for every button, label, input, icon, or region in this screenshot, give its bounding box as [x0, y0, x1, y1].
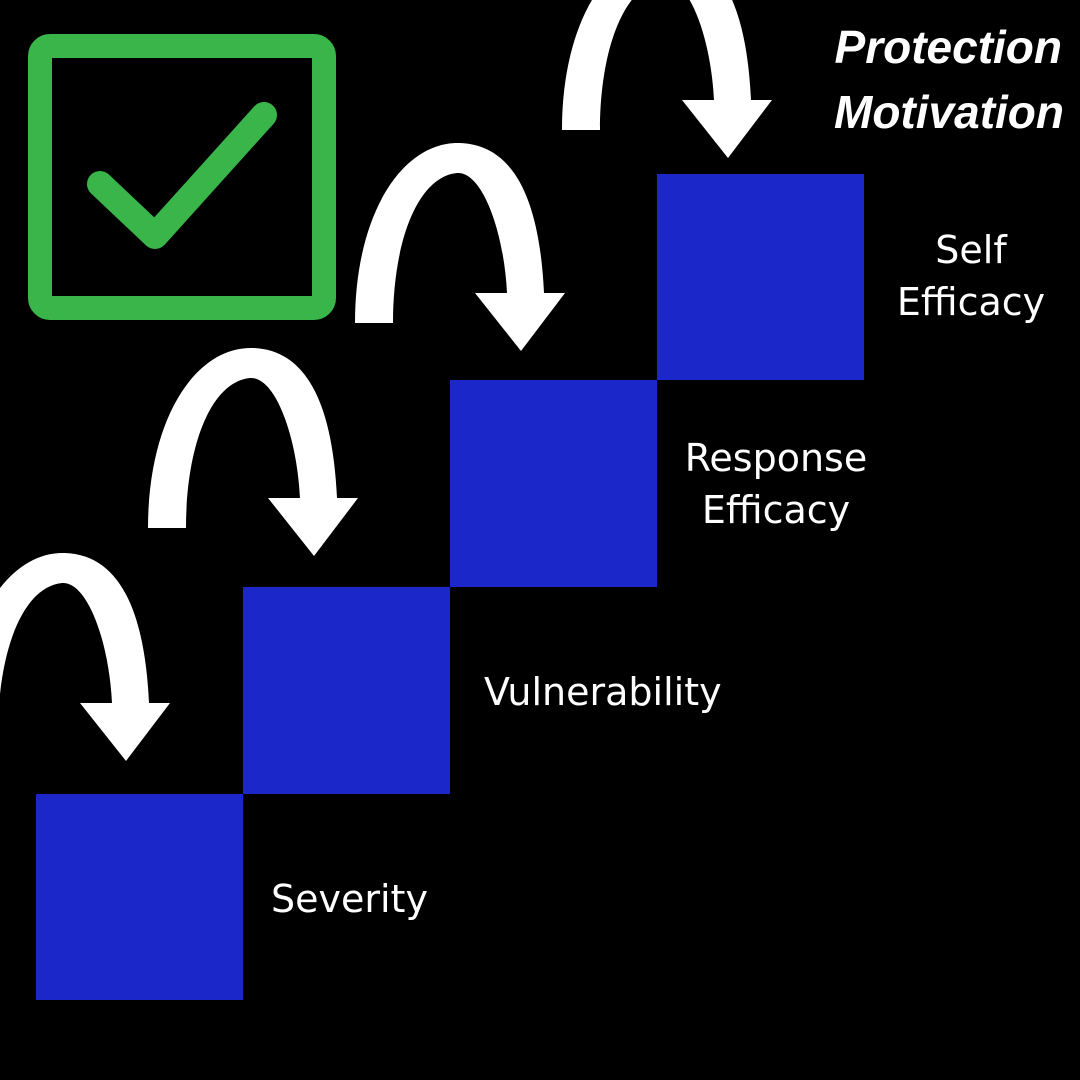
step-square-severity: [36, 794, 243, 1000]
step-square-response-efficacy: [450, 380, 657, 587]
step-label-self-efficacy-line-2: Efficacy: [897, 280, 1045, 324]
checkmark-stroke: [87, 102, 277, 249]
diagram-title-line-2: Motivation: [834, 86, 1064, 138]
checkbox-checked-icon: [28, 34, 336, 320]
step-label-vulnerability: Vulnerability: [484, 670, 722, 714]
step-square-vulnerability: [243, 587, 450, 794]
step-label-response-efficacy-line-2: Efficacy: [702, 488, 850, 532]
step-label-severity: Severity: [271, 877, 428, 921]
step-square-self-efficacy: [657, 174, 864, 380]
checkbox-frame: [28, 34, 336, 320]
curved-arrow-icon: [148, 347, 358, 556]
step-label-self-efficacy-line-1: Self: [935, 228, 1008, 272]
step-label-response-efficacy-line-1: Response: [685, 436, 868, 480]
curved-arrow-icon: [0, 552, 170, 761]
curved-arrow-icon: [562, 0, 772, 158]
diagram-title-line-1: Protection: [835, 21, 1062, 73]
curved-arrow-icon: [355, 142, 565, 351]
